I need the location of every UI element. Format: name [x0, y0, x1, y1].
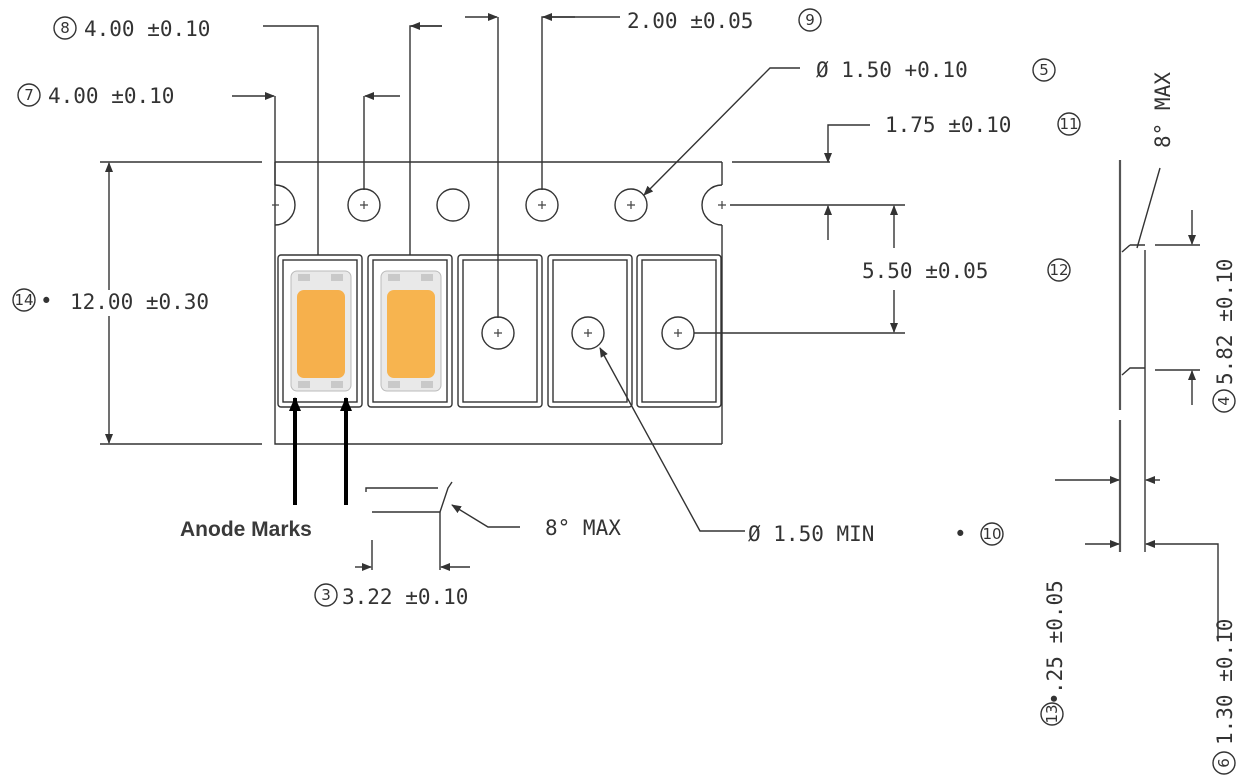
led-2: [380, 270, 442, 392]
dim-7-value: 4.00 ±0.10: [48, 84, 174, 108]
marker-3: 3: [321, 586, 331, 604]
dim-5-leader: [643, 67, 800, 196]
anode-mark-arrows: [289, 397, 352, 505]
marker-14: 14: [14, 291, 33, 309]
dim-11-leaders: [730, 124, 905, 240]
marker-5: 5: [1039, 61, 1049, 79]
draft-side-value: 8° MAX: [1151, 72, 1175, 148]
dim-10-leader: [599, 347, 745, 532]
critical-mark-14: •: [40, 289, 53, 313]
marker-11: 11: [1059, 115, 1078, 133]
dim-9-value: 2.00 ±0.05: [627, 9, 753, 33]
dim-12-value: 5.50 ±0.05: [862, 259, 988, 283]
side-profile: [1055, 160, 1219, 640]
pockets: [277, 254, 722, 408]
dim-12-leaders: [694, 205, 905, 334]
marker-12: 12: [1049, 261, 1068, 279]
marker-7: 7: [24, 86, 34, 104]
marker-13: 13: [1043, 704, 1061, 723]
marker-8: 8: [60, 19, 70, 37]
dim-6-value: 1.30 ±0.10: [1213, 619, 1237, 745]
pocket-draft-detail: [355, 481, 520, 571]
dim-13-value: .25 ±0.05: [1043, 580, 1067, 694]
dim-7-leaders: [232, 92, 400, 190]
critical-mark-13: •: [1043, 692, 1067, 705]
dim-14-value: 12.00 ±0.30: [70, 290, 209, 314]
dim-3-value: 3.22 ±0.10: [342, 585, 468, 609]
dim-5-value: Ø 1.50 +0.10: [816, 58, 968, 82]
draft-bottom-value: 8° MAX: [545, 516, 621, 540]
led-1: [290, 270, 352, 392]
dim-8-leaders: [263, 22, 442, 255]
marker-6: 6: [1215, 758, 1233, 768]
dim-4-value: 5.82 ±0.10: [1213, 259, 1237, 385]
marker-4: 4: [1215, 396, 1233, 406]
anode-marks-label: Anode Marks: [180, 518, 312, 541]
marker-9: 9: [805, 11, 815, 29]
sprocket-holes: [272, 188, 726, 222]
marker-circles: [12, 8, 1236, 775]
dim-14-leaders: [100, 161, 262, 445]
marker-10: 10: [982, 525, 1001, 543]
dim-9-leaders: [465, 13, 620, 318]
dim-11-value: 1.75 ±0.10: [885, 113, 1011, 137]
dim-8-value: 4.00 ±0.10: [84, 17, 210, 41]
critical-mark-10: •: [954, 522, 967, 546]
dim-10-value: Ø 1.50 MIN: [748, 522, 874, 546]
dimension-labels: 8 4.00 ±0.10 7 4.00 ±0.10 2.00 ±0.05 9 Ø…: [14, 9, 1237, 768]
